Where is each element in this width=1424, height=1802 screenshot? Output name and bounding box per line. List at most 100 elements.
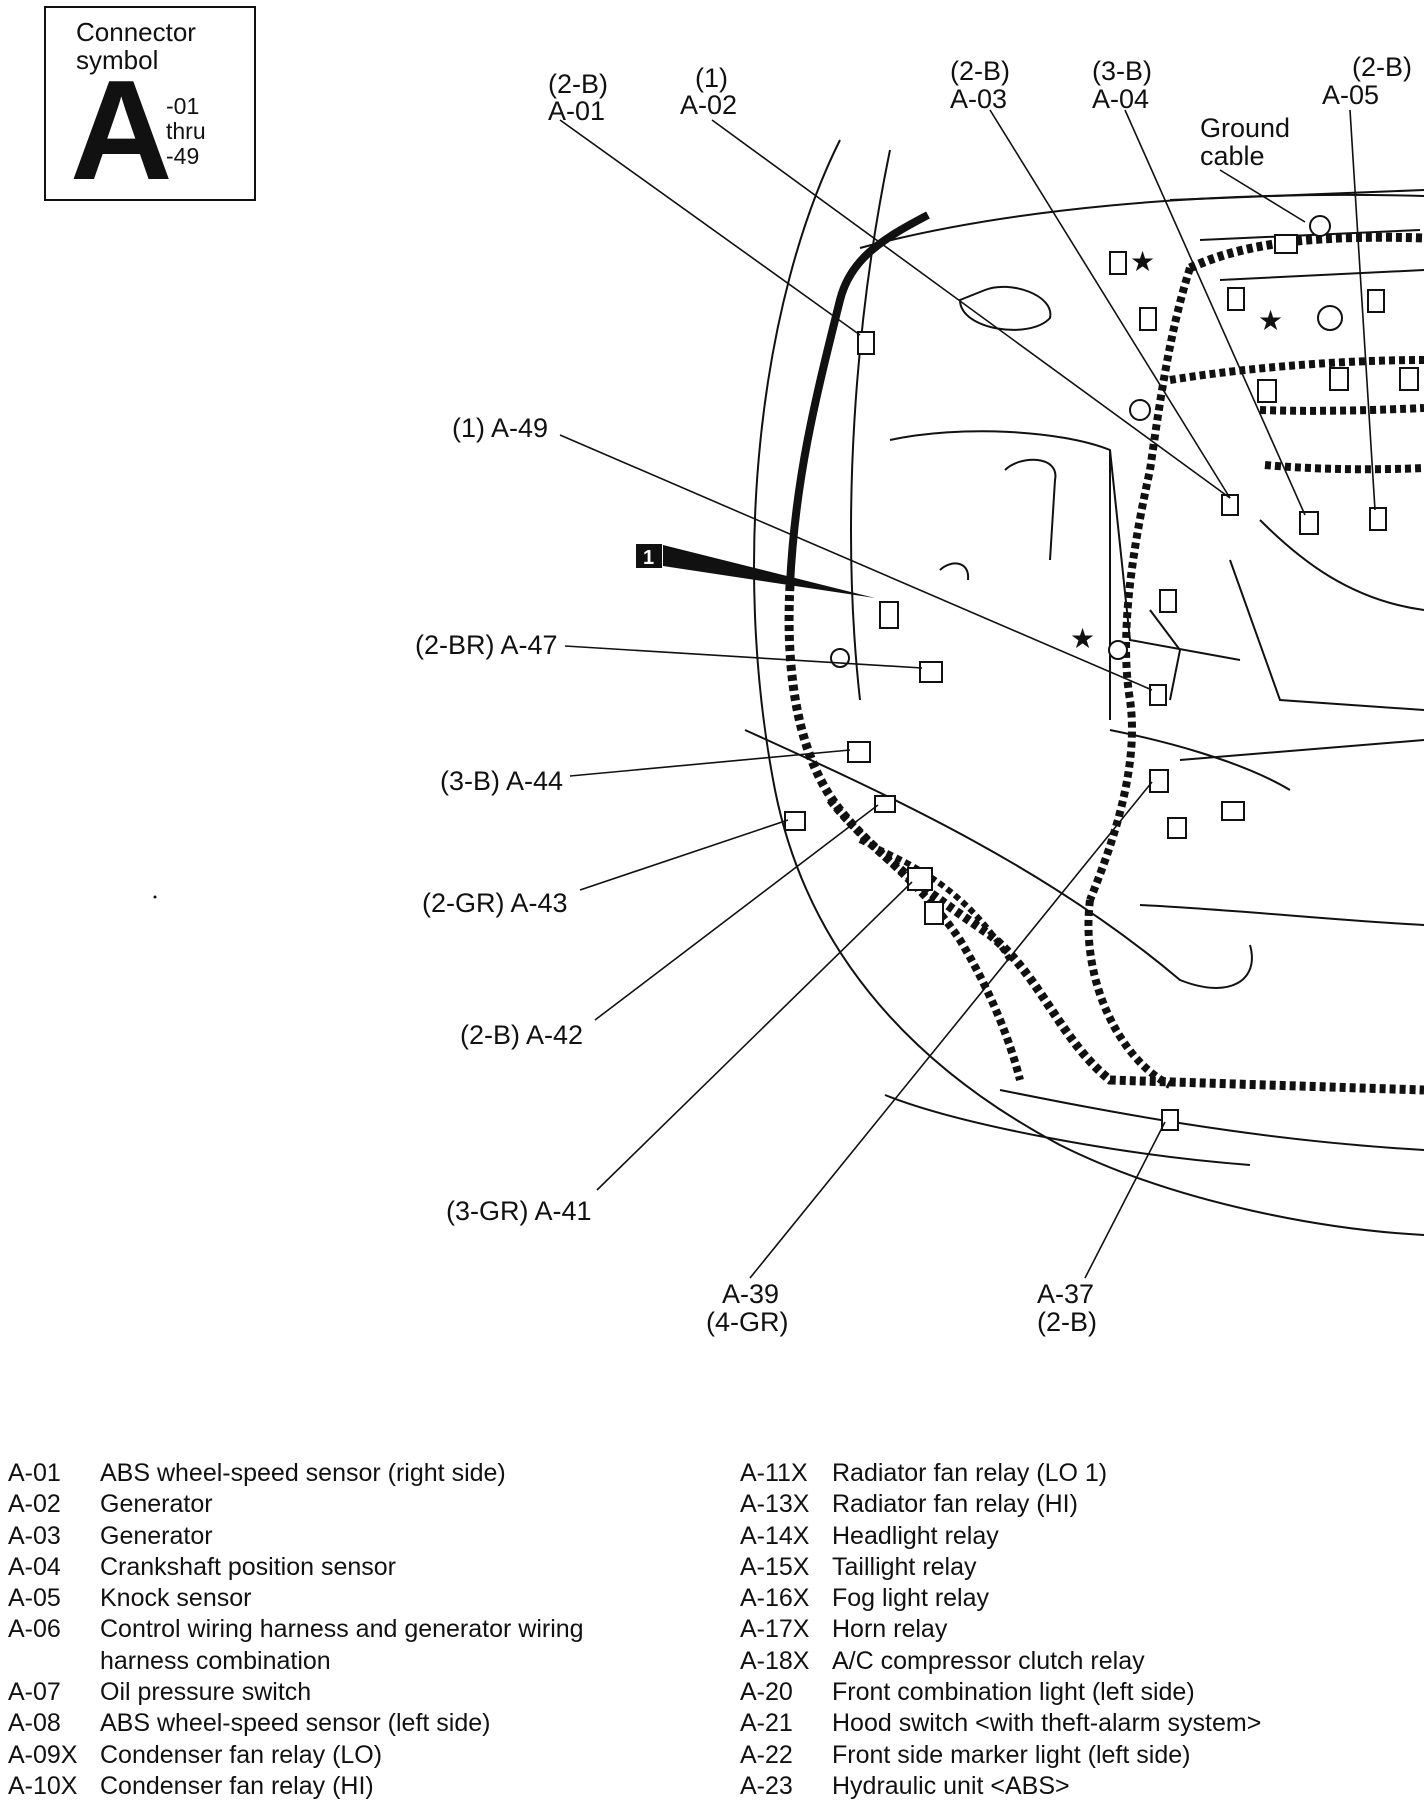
connector-a41 <box>907 867 933 891</box>
label-a02-line1: (1) <box>695 63 728 93</box>
label-a43: (2-GR) A-43 <box>422 888 568 918</box>
connector-code: A-18X <box>740 1646 810 1675</box>
connector-code: A-20 <box>740 1678 793 1707</box>
connector-description: A/C compressor clutch relay <box>832 1646 1145 1675</box>
connector-description: Hood switch <with theft-alarm system> <box>832 1709 1262 1738</box>
label-a03-line1: (2-B) <box>950 56 1010 86</box>
label-a05-line1: (2-B) <box>1352 52 1412 82</box>
connector-code: A-16X <box>740 1584 810 1613</box>
label-ground-line2: cable <box>1200 141 1265 171</box>
connector-a42 <box>874 795 896 813</box>
connector-description: Horn relay <box>832 1615 948 1644</box>
connector-description: Generator <box>100 1490 213 1519</box>
connector-description: Hydraulic unit <ABS> <box>832 1771 1070 1800</box>
wiring-harness-bundles <box>784 211 1424 1095</box>
connector-code: A-13X <box>740 1490 810 1519</box>
connector-code: A-09X <box>8 1740 78 1769</box>
label-a41: (3-GR) A-41 <box>446 1196 592 1226</box>
connector-code: A-04 <box>8 1552 61 1581</box>
label-a39-line2: (4-GR) <box>706 1307 789 1337</box>
label-a04-line2: A-04 <box>1092 84 1149 114</box>
connector-description: Control wiring harness and generator wir… <box>100 1615 584 1644</box>
stray-dot <box>153 895 157 899</box>
connector-code: A-11X <box>740 1459 808 1487</box>
connector-description: Taillight relay <box>832 1552 977 1581</box>
connector-code: A-14X <box>740 1521 810 1550</box>
engine-harness-diagram: ★ ★ ★ 1 (2-B) <box>153 52 1424 1337</box>
label-ground-line1: Ground <box>1200 113 1290 143</box>
connector-list-row: A-04 Crankshaft position sensor <box>8 1552 584 1583</box>
connector-description: Headlight relay <box>832 1521 999 1550</box>
legend-letter: A <box>70 51 173 210</box>
star-marker: ★ <box>1070 622 1095 655</box>
connector-list-row: A-20 Front combination light (left side) <box>740 1677 1261 1708</box>
connector-description: Generator <box>100 1521 213 1550</box>
connector-description: Condenser fan relay (LO) <box>100 1740 383 1769</box>
connector-code: A-08 <box>8 1709 61 1738</box>
connector-code <box>8 1646 100 1677</box>
connector-a37 <box>1161 1109 1179 1131</box>
label-a01-line1: (2-B) <box>548 69 608 99</box>
connector-list-right: A-11X Radiator fan relay (LO 1) A-13X Radia… <box>740 1458 1261 1802</box>
connector-symbol-legend: Connector symbol A -01 thru -49 <box>44 6 256 210</box>
connector-list-row: A-22 Front side marker light (left side) <box>740 1740 1261 1771</box>
connector-description: harness combination <box>100 1646 331 1675</box>
vehicle-body-outline <box>744 139 1424 1236</box>
connector-description: Crankshaft position sensor <box>100 1552 396 1581</box>
connector-a01 <box>857 331 875 355</box>
diagram-labels: (2-B) A-01 (1) A-02 (2-B) A-03 (3-B) A-0… <box>415 52 1412 1337</box>
connector-description: Front combination light (left side) <box>832 1678 1195 1707</box>
connector-code: A-10X <box>8 1771 78 1800</box>
connector-a49 <box>1149 684 1167 706</box>
connector-list-row: A-06 Control wiring harness and generator… <box>8 1614 584 1645</box>
legend-range-to: -49 <box>166 143 200 169</box>
label-a37-line2: (2-B) <box>1037 1307 1097 1337</box>
connector-list-row: harness combination <box>8 1646 584 1677</box>
connector-list-row: A-18X A/C compressor clutch relay <box>740 1646 1261 1677</box>
connector-description: Radiator fan relay (HI) <box>832 1490 1078 1519</box>
legend-caption-line2: symbol <box>76 45 159 75</box>
connector-code: A-06 <box>8 1615 61 1644</box>
connector-code: A-23 <box>740 1771 793 1800</box>
ground-terminal <box>1309 215 1331 237</box>
star-markers: ★ ★ ★ <box>1070 245 1283 655</box>
leader-lines <box>559 109 1376 1279</box>
connector-a47 <box>919 661 943 683</box>
connector-description: Radiator fan relay (LO 1) <box>832 1459 1108 1487</box>
connector-a04 <box>1299 511 1319 535</box>
legend-caption: Connector symbol <box>76 18 196 74</box>
star-marker: ★ <box>1130 245 1155 278</box>
connector-list-row: A-23 Hydraulic unit <ABS> <box>740 1771 1261 1802</box>
legend-range: -01 thru -49 <box>166 94 206 169</box>
connector-blocks <box>784 215 1419 1131</box>
legend-range-mid: thru <box>166 118 206 144</box>
callout-1: 1 <box>636 544 875 598</box>
connector-code: A-07 <box>8 1678 61 1707</box>
connector-list-row: A-05 Knock sensor <box>8 1583 584 1614</box>
connector-code: A-05 <box>8 1584 61 1613</box>
connector-code: A-03 <box>8 1521 61 1550</box>
connector-a39 <box>1149 769 1169 793</box>
label-a04-line1: (3-B) <box>1092 56 1152 86</box>
connector-description: Knock sensor <box>100 1584 252 1613</box>
connector-list-row: A-13X Radiator fan relay (HI) <box>740 1489 1261 1520</box>
connector-a44 <box>847 741 871 763</box>
connector-list-row: A-03 Generator <box>8 1521 584 1552</box>
connector-a03 <box>1221 494 1239 516</box>
label-a47: (2-BR) A-47 <box>415 630 558 660</box>
connector-list-row: A-14X Headlight relay <box>740 1521 1261 1552</box>
label-a49: (1) A-49 <box>452 413 548 443</box>
connector-description: Front side marker light (left side) <box>832 1740 1191 1769</box>
connector-code: A-22 <box>740 1740 793 1769</box>
label-a39-line1: A-39 <box>722 1279 779 1309</box>
connector-a05 <box>1369 507 1387 531</box>
